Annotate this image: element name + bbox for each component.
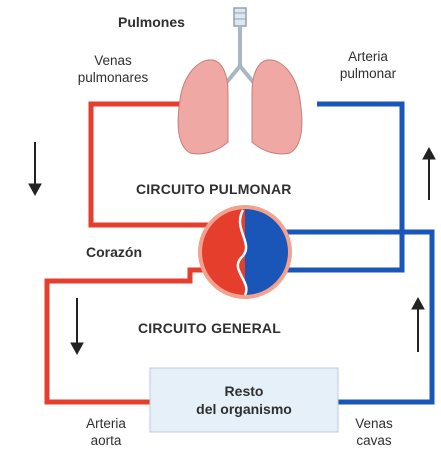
pulmonary-artery-line1: Arteria — [348, 49, 388, 64]
body-box-line2: del organismo — [196, 401, 292, 417]
aorta-line2: aorta — [90, 433, 122, 448]
pulmonary-veins-label: Venas pulmonares — [44, 52, 182, 86]
arrow-up-icon — [422, 146, 436, 200]
pulmonary-artery-vessel — [252, 101, 405, 273]
aorta-line1: Arteria — [86, 416, 126, 431]
pulmonary-veins-line1: Venas — [94, 53, 132, 68]
trachea-icon — [220, 7, 260, 90]
pulmonary-vein-vessel — [88, 101, 238, 228]
body-box-line1: Resto — [224, 383, 264, 399]
pulmonary-circuit-label: CIRCUITO PULMONAR — [136, 181, 292, 197]
lungs-label: Pulmones — [118, 14, 185, 30]
left-lung-icon — [177, 59, 229, 155]
aorta-vessel — [44, 267, 225, 405]
general-circuit-label: CIRCUITO GENERAL — [138, 320, 281, 336]
pulmonary-artery-line2: pulmonar — [339, 66, 397, 81]
body-box — [149, 367, 339, 433]
arrow-down-icon — [28, 142, 42, 197]
heart-icon — [198, 205, 292, 299]
vena-cava-label: Venas cavas — [334, 415, 414, 449]
heart-label: Corazón — [86, 244, 142, 260]
right-lung-icon — [251, 59, 303, 155]
body-box-label: Resto del organismo — [150, 382, 338, 418]
vena-cava-line1: Venas — [355, 416, 393, 431]
arrow-up-icon — [411, 296, 425, 352]
lungs-icon — [177, 59, 303, 155]
pulmonary-veins-line2: pulmonares — [77, 70, 149, 85]
vena-cava-line2: cavas — [356, 433, 392, 448]
arrow-down-icon — [70, 298, 84, 356]
aorta-label: Arteria aorta — [56, 415, 156, 449]
vena-cava-vessel — [270, 229, 435, 405]
pulmonary-artery-label: Arteria pulmonar — [312, 48, 424, 82]
